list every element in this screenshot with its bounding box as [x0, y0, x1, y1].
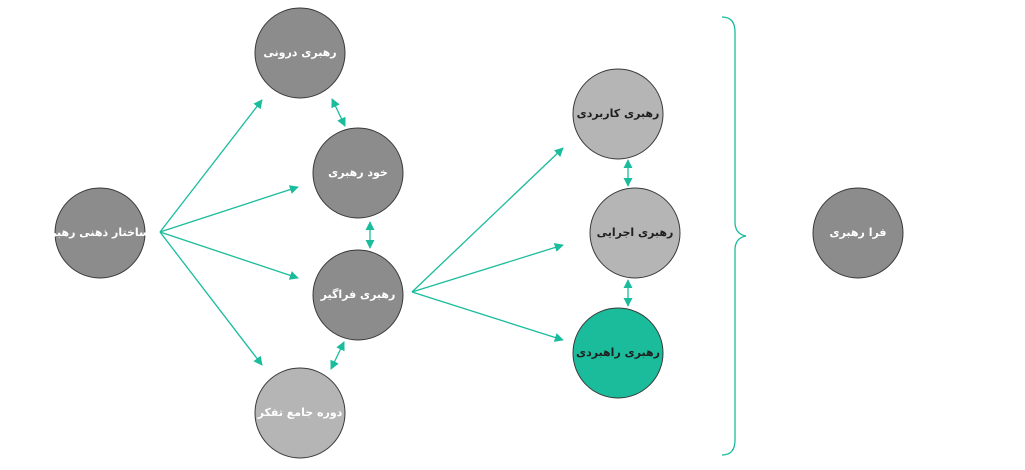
grouping-brace [721, 16, 747, 456]
arrows-from-comprehensive-leadership [411, 147, 564, 342]
arrow-to-comprehensive-thinking [159, 231, 263, 366]
node-strategic-leadership: رهبری راهبردی [572, 307, 664, 399]
node-meta-leadership: فرا رهبری [812, 187, 904, 279]
link-inner-self [331, 98, 346, 127]
arrow-to-strategic-leadership [411, 291, 564, 342]
node-comprehensive-leadership: رهبری فراگیر [312, 249, 404, 341]
node-applied-leadership-label: رهبری کاربردی [577, 107, 660, 120]
node-applied-leadership: رهبری کاربردی [572, 68, 664, 160]
node-strategic-leadership-label: رهبری راهبردی [576, 346, 660, 359]
node-mental-structure-label: ساختار ذهنی رهبر [49, 226, 150, 239]
node-mental-structure: ساختار ذهنی رهبر [49, 187, 150, 279]
link-comprehensive-thinking [330, 341, 345, 370]
arrow-to-comprehensive-leadership [159, 231, 299, 280]
node-inner-leadership: رهبری درونی [254, 7, 346, 99]
node-inner-leadership-label: رهبری درونی [263, 46, 336, 59]
node-comprehensive-thinking-label: دوره جامع تفکر [257, 406, 343, 419]
node-self-leadership-label: خود رهبری [328, 166, 388, 179]
arrows-from-mental-structure [159, 99, 299, 366]
node-comprehensive-leadership-label: رهبری فراگیر [320, 288, 396, 301]
arrow-to-executive-leadership [411, 243, 564, 293]
node-executive-leadership-label: رهبری اجرایی [597, 226, 674, 239]
node-self-leadership: خود رهبری [312, 127, 404, 219]
node-meta-leadership-label: فرا رهبری [829, 226, 886, 239]
arrow-to-applied-leadership [411, 147, 564, 293]
node-comprehensive-thinking: دوره جامع تفکر [254, 367, 346, 459]
node-executive-leadership: رهبری اجرایی [589, 187, 681, 279]
links-column-2 [330, 98, 375, 370]
arrow-to-inner-leadership [159, 99, 263, 233]
arrow-to-self-leadership [159, 185, 299, 233]
